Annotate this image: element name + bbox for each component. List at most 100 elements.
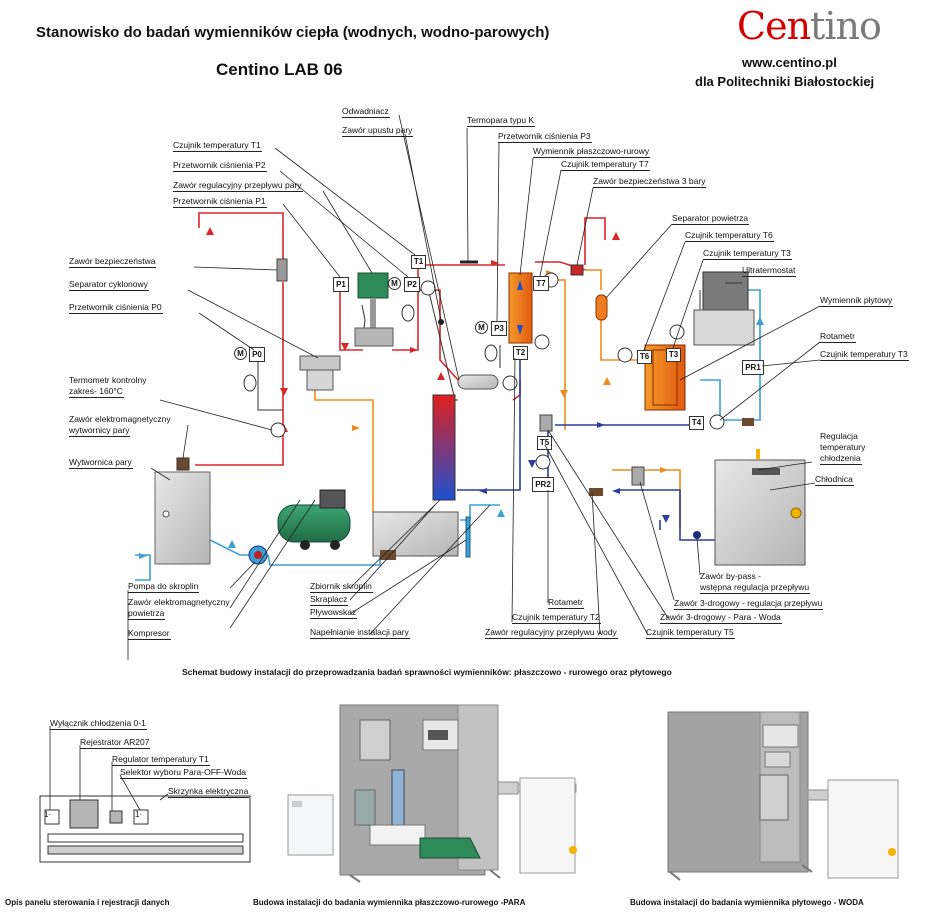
tag-t5: T5 — [537, 436, 552, 450]
label-water-control-valve: Zawór regulacyjny przepływu wody — [485, 627, 618, 639]
schema-caption: Schemat budowy instalacji do przeprowadz… — [182, 667, 672, 677]
label-p1: Przetwornik ciśnienia P1 — [173, 196, 267, 208]
tag-t2: T2 — [513, 346, 528, 360]
tag-motor-3: M — [475, 321, 488, 334]
page-title: Stanowisko do badań wymienników ciepła (… — [36, 24, 550, 41]
label-t6: Czujnik temperatury T6 — [685, 230, 774, 242]
label-cooling-reg-3: chłodzenia — [820, 453, 862, 465]
label-electric-box: Skrzynka elektryczna — [168, 786, 250, 798]
label-thermometer-range: zakres- 160°C — [69, 386, 124, 398]
rotameter-small — [742, 418, 754, 426]
level-gauge — [465, 516, 471, 558]
three-way-valve-flow — [631, 466, 645, 486]
label-bypass: Zawór by-pass - — [700, 571, 761, 581]
cooler — [714, 459, 806, 566]
page-subtitle: Centino LAB 06 — [216, 60, 343, 79]
ultrathermostat — [693, 309, 755, 346]
label-ultrathermostat: Ultratermostat — [742, 265, 797, 277]
website-link[interactable]: www.centino.pl — [742, 55, 837, 70]
label-steam-control-valve: Zawór regulacyjny przepływu pary — [173, 180, 303, 192]
tag-p1: P1 — [333, 277, 349, 292]
installation-render-woda — [667, 711, 899, 881]
tag-t3: T3 — [666, 348, 681, 362]
label-thermocouple: Termopara typu K — [467, 115, 536, 127]
label-air-separator: Separator powietrza — [672, 213, 750, 225]
label-solenoid-air-2: powietrza — [128, 608, 166, 620]
label-p3: Przetwornik ciśnienia P3 — [498, 131, 592, 143]
tag-p3: P3 — [491, 321, 507, 336]
air-separator — [595, 294, 608, 321]
tag-t6: T6 — [637, 350, 652, 364]
label-3way-para: Zawór 3-drogowy - Para - Woda — [660, 612, 782, 624]
three-way-valve-para — [539, 414, 553, 432]
label-recorder: Rejestrator AR207 — [80, 737, 151, 749]
label-solenoid-generator-2: wytwornicy pary — [69, 425, 131, 437]
condensate-tank — [372, 511, 459, 557]
label-steam-trap: Odwadniacz — [342, 106, 390, 118]
condenser-column — [432, 394, 456, 501]
label-p0: Przetwornik ciśnienia P0 — [69, 302, 163, 314]
label-bypass-2: wstępna regulacja przepływu — [700, 582, 811, 594]
control-panel-drawing — [39, 726, 251, 863]
label-3way-flow: Zawór 3-drogowy - regulacja przepływu — [674, 598, 824, 610]
tag-pr1: PR1 — [742, 360, 764, 375]
label-solenoid-air: Zawór elektromagnetyczny — [128, 597, 230, 607]
label-level-gauge: Pływowskaz — [310, 607, 358, 619]
steam-vent-valve — [438, 319, 444, 325]
label-safety-valve: Zawór bezpieczeństwa — [69, 256, 157, 268]
caption-para: Budowa instalacji do badania wymiennika … — [253, 898, 526, 907]
tag-t7: T7 — [533, 276, 549, 291]
label-compressor: Kompresor — [128, 628, 171, 640]
label-cooler: Chłodnica — [815, 474, 854, 486]
caption-panel: Opis panelu sterowania i rejestracji dan… — [5, 898, 170, 907]
label-cooling-reg: Regulacja — [820, 431, 858, 441]
label-thermometer: Termometr kontrolny — [69, 375, 147, 385]
ultrathermostat-top — [702, 271, 749, 311]
tag-t4: T4 — [689, 416, 704, 430]
label-solenoid-generator: Zawór elektromagnetyczny — [69, 414, 171, 424]
switch-mode-symbol: 1· — [135, 810, 143, 819]
installation-render-para — [287, 704, 577, 883]
label-condensate-tank: Zbiornik skroplin — [310, 581, 373, 593]
label-t7: Czujnik temperatury T7 — [561, 159, 650, 171]
label-steam-vent: Zawór upustu pary — [342, 125, 414, 137]
tag-motor-1: M — [388, 277, 401, 290]
label-plate-exchanger: Wymiennik płytowy — [820, 295, 894, 307]
switch-cooling-symbol: 1· — [44, 810, 52, 819]
steam-trap — [457, 374, 499, 390]
label-steam-generator: Wytwornica pary — [69, 457, 133, 469]
tag-t1: T1 — [411, 255, 426, 269]
label-t1: Czujnik temperatury T1 — [173, 140, 262, 152]
label-cooling-reg-2: temperatury — [820, 442, 866, 452]
label-fill: Napełnianie instalacji pary — [310, 627, 410, 639]
water-control-valve — [589, 488, 603, 496]
label-t2: Czujnik temperatury T2 — [512, 612, 601, 624]
tag-pr2: PR2 — [532, 477, 554, 492]
compressor — [277, 504, 351, 543]
label-p2: Przetwornik ciśnienia P2 — [173, 160, 267, 172]
label-t5: Czujnik temperatury T5 — [646, 627, 735, 639]
centino-logo: Centino — [737, 4, 882, 48]
bypass-valve — [693, 531, 701, 539]
caption-woda: Budowa instalacji do badania wymiennika … — [630, 898, 864, 907]
tag-p2: P2 — [404, 277, 420, 292]
client-name: dla Politechniki Białostockiej — [695, 74, 875, 89]
steam-generator — [154, 471, 211, 565]
label-pump: Pompa do skroplin — [128, 581, 200, 593]
label-mode-selector: Selektor wyboru Para-OFF-Woda — [120, 767, 247, 779]
tag-p0: P0 — [249, 347, 265, 362]
label-condenser: Skraplacz — [310, 594, 349, 606]
label-rotameter-1: Rotametr — [820, 331, 856, 343]
label-temp-regulator: Regulator temperatury T1 — [112, 754, 210, 766]
label-rotameter-2: Rotametr — [548, 597, 584, 609]
label-cooling-switch: Wyłącznik chłodzenia 0-1 — [50, 718, 147, 730]
label-safety-valve-3bar: Zawór bezpieczeństwa 3 bary — [593, 176, 707, 188]
label-t3-top: Czujnik temperatury T3 — [703, 248, 792, 260]
flow-arrows — [139, 227, 764, 559]
label-cyclone-separator: Separator cyklonowy — [69, 279, 149, 291]
tag-motor-0: M — [234, 347, 247, 360]
label-t3-right: Czujnik temperatury T3 — [820, 349, 909, 361]
steam-control-valve — [357, 272, 389, 299]
